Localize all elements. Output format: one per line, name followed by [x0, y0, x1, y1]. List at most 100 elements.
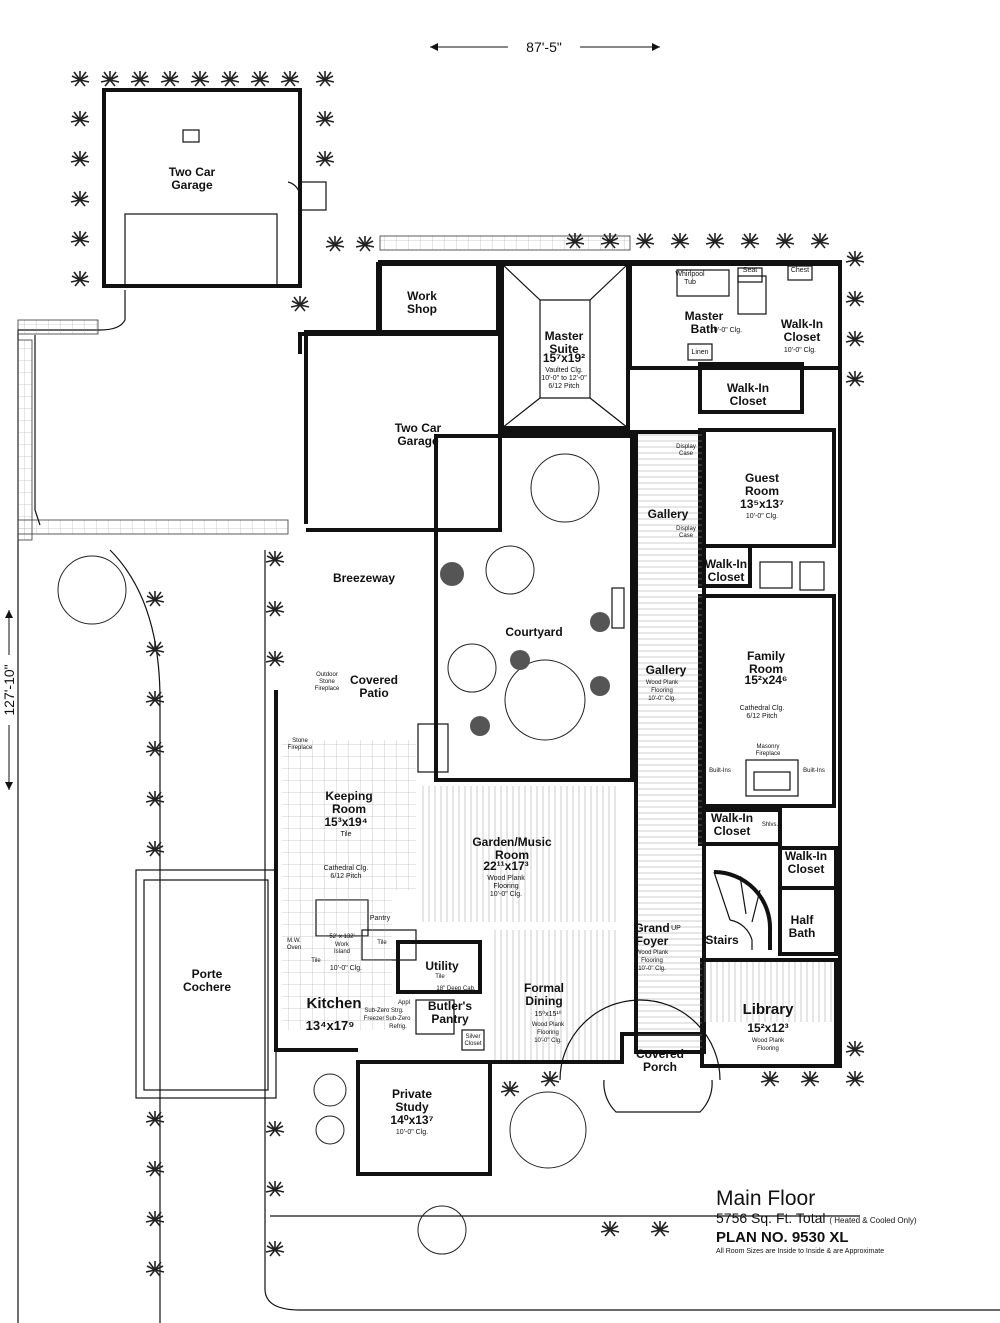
walkin-master1-note: 10'-0" Clg. — [784, 347, 816, 354]
kitchen-label: Kitchen — [306, 995, 361, 1012]
stairs-label: Stairs — [705, 933, 739, 947]
mw-oven-label: M.W.Oven — [287, 938, 301, 951]
keeping-room-note3: 6/12 Pitch — [330, 873, 361, 880]
garden-music-note1: Wood Plank — [487, 875, 525, 882]
room-size-disclaimer: All Room Sizes are Inside to Inside & ar… — [716, 1248, 885, 1255]
formal-dining-size: 15⁰x15¹⁰ — [534, 1010, 561, 1018]
plan-legend: Main Floor 5756 Sq. Ft. Total ( Heated &… — [716, 1188, 996, 1256]
guest-room-note: 10'-0" Clg. — [746, 513, 778, 520]
master-suite-note1: Vaulted Clg. — [545, 367, 583, 374]
plan-suffix: XL — [829, 1229, 849, 1246]
utility-label: Utility — [425, 959, 459, 973]
courtyard-label: Courtyard — [505, 625, 562, 639]
work-island-size: 52' x 132' — [329, 934, 354, 940]
garden-music-flooring — [420, 786, 616, 922]
seat-label: Seat — [743, 267, 757, 274]
private-study-size: 14⁰x13⁷ — [390, 1113, 433, 1127]
grand-foyer-note3: 10'-0" Clg. — [638, 966, 666, 972]
plan-number-line: PLAN NO. 9530 XL — [716, 1229, 996, 1247]
gallery-lower-note2: Flooring — [651, 688, 673, 694]
pantry-label: Pantry — [370, 915, 391, 922]
formal-dining-note3: 10'-0" Clg. — [534, 1038, 562, 1044]
garden-music-note3: 10'-0" Clg. — [490, 891, 522, 898]
family-room-size: 15²x24⁶ — [745, 673, 788, 687]
keeping-room-note2: Cathedral Clg. — [324, 865, 369, 872]
kitchen-clg-label: 10'-0" Clg. — [330, 965, 362, 972]
gallery-lower-note3: 10'-0" Clg. — [648, 696, 676, 702]
library-flooring — [704, 962, 834, 1022]
area-note: ( Heated & Cooled Only) — [829, 1216, 917, 1225]
gallery-lower-note1: Wood Plank — [646, 680, 679, 686]
floor-title: Main Floor — [716, 1187, 816, 1210]
width-label: 87'-5" — [526, 39, 562, 55]
gallery-flooring — [638, 432, 702, 1052]
courtyard — [434, 434, 634, 782]
grand-foyer-note1: Wood Plank — [636, 950, 669, 956]
linen-label: Linen — [691, 349, 708, 356]
utility-note: Tile — [435, 974, 445, 980]
plan-number: PLAN NO. 9530 — [716, 1229, 826, 1246]
gallery-upper-label: Gallery — [648, 507, 689, 521]
family-room-note2: 6/12 Pitch — [746, 713, 777, 720]
width-dimension: 87'-5" — [430, 36, 660, 56]
foyer-up-label: UP — [671, 925, 681, 932]
family-room-note1: Cathedral Clg. — [740, 705, 785, 712]
work-island-tile: Tile — [377, 940, 387, 946]
gallery-lower-label: Gallery — [646, 663, 687, 677]
master-suite-note2: 10'-0" to 12'-0" — [541, 375, 587, 382]
kitchen-tile — [282, 890, 392, 1030]
area-total: 5756 Sq. Ft. Total — [716, 1210, 826, 1226]
kitchen-size: 13⁴x17⁹ — [306, 1018, 355, 1033]
utility-cab: 18" Deep Cab. — [436, 986, 475, 992]
builtins-left-label: Built-Ins — [709, 768, 731, 774]
keeping-room-size: 15³x19⁴ — [324, 815, 367, 829]
kitchen-subzero2: Sub-Zero — [385, 1016, 411, 1022]
master-bath-note: 10'-0" Clg. — [710, 327, 742, 334]
builtins-right-label: Built-Ins — [803, 768, 825, 774]
kitchen-tile-label: Tile — [311, 958, 321, 964]
dining-flooring — [490, 930, 616, 1060]
guest-room-size: 13⁵x13⁷ — [740, 497, 784, 511]
private-study-note: 10'-0" Clg. — [396, 1129, 428, 1136]
master-suite-note3: 6/12 Pitch — [548, 383, 579, 390]
formal-dining-note2: Flooring — [537, 1030, 559, 1036]
library-note1: Wood Plank — [752, 1038, 785, 1044]
depth-label: 127'-10" — [1, 664, 17, 715]
kitchen-freezer: Freezer — [364, 1016, 385, 1022]
kitchen-appl: Appl — [398, 1000, 410, 1006]
landscape — [57, 555, 721, 1255]
driveway — [17, 235, 1000, 1323]
master-suite-size: 15⁷x19² — [543, 351, 585, 365]
kitchen-refrig: Refrig. — [389, 1024, 407, 1030]
depth-dimension: 127'-10" — [0, 610, 20, 790]
